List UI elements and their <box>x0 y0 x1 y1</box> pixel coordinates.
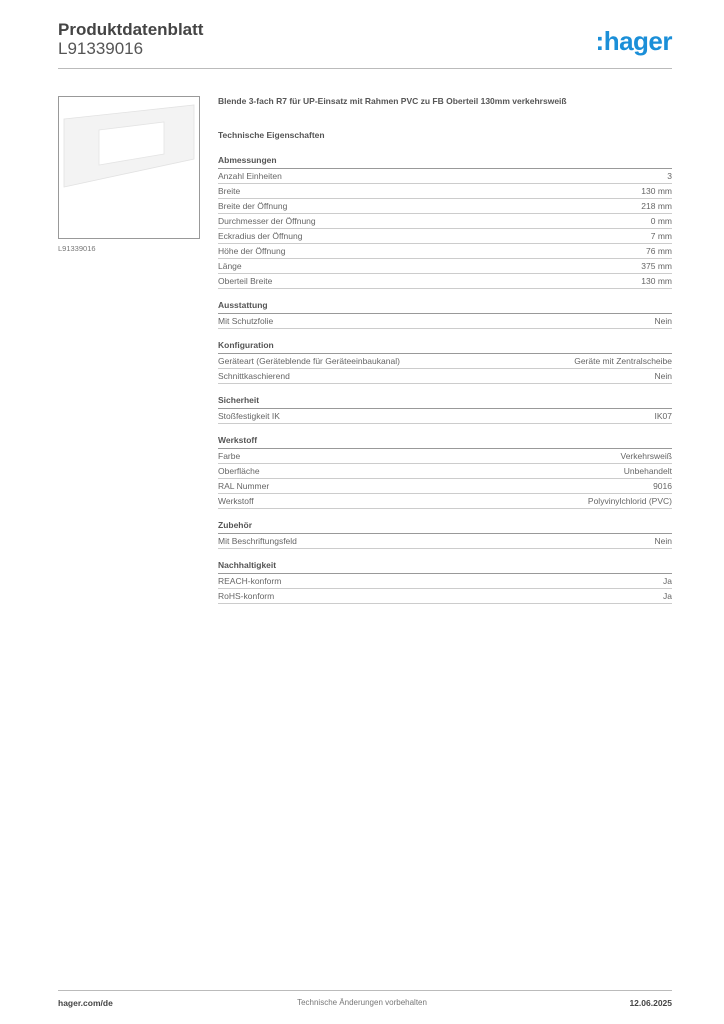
footer-divider <box>58 990 672 991</box>
spec-row: Eckradius der Öffnung 7 mm <box>218 229 672 244</box>
spec-value: 130 mm <box>641 186 672 196</box>
spec-row: Höhe der Öffnung 76 mm <box>218 244 672 259</box>
spec-row: REACH-konform Ja <box>218 574 672 589</box>
spec-label: Geräteart (Geräteblende für Geräteeinbau… <box>218 356 400 366</box>
spec-label: Farbe <box>218 451 241 461</box>
product-description: Blende 3-fach R7 für UP-Einsatz mit Rahm… <box>218 96 567 106</box>
product-details: Blende 3-fach R7 für UP-Einsatz mit Rahm… <box>218 96 672 604</box>
spec-value: 3 <box>667 171 672 181</box>
spec-row: Geräteart (Geräteblende für Geräteeinbau… <box>218 354 672 369</box>
spec-label: Breite der Öffnung <box>218 201 288 211</box>
spec-value: 0 mm <box>650 216 672 226</box>
spec-value: Geräte mit Zentralscheibe <box>574 356 672 366</box>
spec-value: 7 mm <box>650 231 672 241</box>
spec-label: Mit Schutzfolie <box>218 316 274 326</box>
spec-value: Unbehandelt <box>623 466 672 476</box>
spec-label: Schnittkaschierend <box>218 371 290 381</box>
spec-row: Werkstoff Polyvinylchlorid (PVC) <box>218 494 672 509</box>
footer-website: hager.com/de <box>58 998 113 1008</box>
spec-label: RoHS-konform <box>218 591 275 601</box>
spec-row: RoHS-konform Ja <box>218 589 672 604</box>
spec-value: Nein <box>654 371 672 381</box>
section-title: Zubehör <box>218 518 672 534</box>
spec-label: REACH-konform <box>218 576 282 586</box>
image-caption: L91339016 <box>58 244 96 253</box>
spec-value: Ja <box>663 591 672 601</box>
spec-label: Stoßfestigkeit IK <box>218 411 280 421</box>
section-title: Konfiguration <box>218 338 672 354</box>
spec-row: Oberfläche Unbehandelt <box>218 464 672 479</box>
section-title: Abmessungen <box>218 153 672 169</box>
spec-label: Breite <box>218 186 241 196</box>
spec-label: Oberfläche <box>218 466 260 476</box>
spec-row: Oberteil Breite 130 mm <box>218 274 672 289</box>
spec-row: RAL Nummer 9016 <box>218 479 672 494</box>
spec-label: Durchmesser der Öffnung <box>218 216 316 226</box>
spec-value: Nein <box>654 536 672 546</box>
spec-value: 218 mm <box>641 201 672 211</box>
tech-heading: Technische Eigenschaften <box>218 130 325 140</box>
cover-plate-icon <box>63 104 195 188</box>
spec-label: Länge <box>218 261 242 271</box>
spec-row: Durchmesser der Öffnung 0 mm <box>218 214 672 229</box>
spec-row: Mit Schutzfolie Nein <box>218 314 672 329</box>
spec-value: Verkehrsweiß <box>620 451 673 461</box>
spec-row: Länge 375 mm <box>218 259 672 274</box>
spec-label: RAL Nummer <box>218 481 270 491</box>
spec-row: Stoßfestigkeit IK IK07 <box>218 409 672 424</box>
spec-value: 76 mm <box>646 246 672 256</box>
spec-label: Eckradius der Öffnung <box>218 231 303 241</box>
section-title: Werkstoff <box>218 433 672 449</box>
header-divider <box>58 68 672 69</box>
spec-label: Mit Beschriftungsfeld <box>218 536 297 546</box>
footer-notice: Technische Änderungen vorbehalten <box>297 998 427 1007</box>
product-code: L91339016 <box>58 39 144 58</box>
spec-row: Breite 130 mm <box>218 184 672 199</box>
spec-value: Nein <box>654 316 672 326</box>
spec-row: Schnittkaschierend Nein <box>218 369 672 384</box>
spec-value: Ja <box>663 576 672 586</box>
spec-row: Breite der Öffnung 218 mm <box>218 199 672 214</box>
section-title: Ausstattung <box>218 298 672 314</box>
spec-label: Werkstoff <box>218 496 254 506</box>
section-title: Sicherheit <box>218 393 672 409</box>
spec-value: 9016 <box>653 481 672 491</box>
spec-row: Anzahl Einheiten 3 <box>218 169 672 184</box>
spec-value: Polyvinylchlorid (PVC) <box>587 496 672 506</box>
spec-value: IK07 <box>654 411 673 421</box>
spec-value: 375 mm <box>641 261 672 271</box>
spec-value: 130 mm <box>641 276 672 286</box>
product-image <box>58 96 200 239</box>
spec-label: Anzahl Einheiten <box>218 171 282 181</box>
page-title: Produktdatenblatt <box>58 20 204 39</box>
section-title: Nachhaltigkeit <box>218 558 672 574</box>
footer-date: 12.06.2025 <box>629 998 672 1008</box>
spec-row: Farbe Verkehrsweiß <box>218 449 672 464</box>
spec-row: Mit Beschriftungsfeld Nein <box>218 534 672 549</box>
spec-label: Höhe der Öffnung <box>218 246 286 256</box>
spec-label: Oberteil Breite <box>218 276 273 286</box>
hager-logo: :hager <box>595 26 673 56</box>
